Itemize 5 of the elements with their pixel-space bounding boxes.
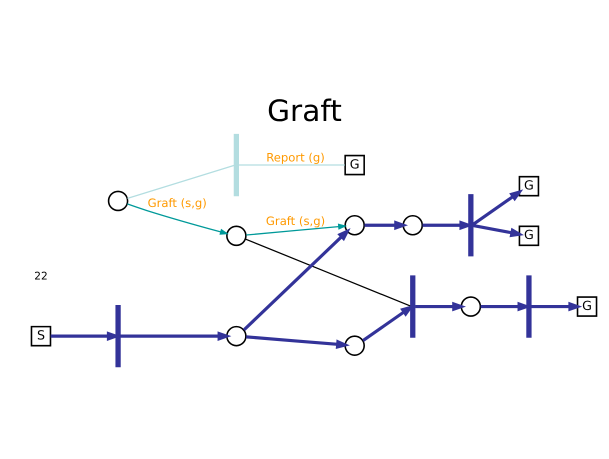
edge-label: Graft (s,g) — [148, 196, 207, 210]
edge-label: Report (g) — [266, 150, 325, 164]
edge-label: Graft (s,g) — [266, 214, 326, 228]
diagram-title: Graft — [267, 94, 342, 128]
label: 22 — [34, 270, 48, 282]
